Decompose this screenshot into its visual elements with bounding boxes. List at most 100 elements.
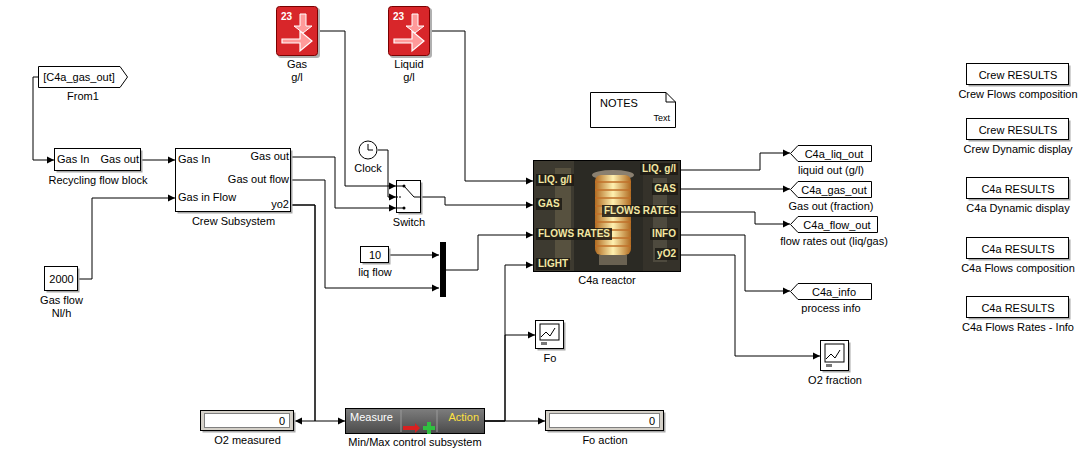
port-label: Action [448,411,479,424]
switch-shape [396,180,422,214]
signal-line [33,77,54,160]
goto-tag-block: C4a_infoprocess info [790,283,872,300]
signal-line [681,189,790,190]
block-label: Min/Max control subsystem [348,436,481,449]
block-label: O2 measured [214,434,281,447]
block-label: Fo [544,352,557,365]
block-label: Crew Flows composition [958,88,1077,101]
display-block: 0Fo action [545,410,665,432]
block-label: Switch [393,216,425,229]
block-label: C4a Flows Rates - Info [962,321,1074,334]
switch-block: Switch [396,180,422,214]
port-label: 23 [281,10,292,23]
display-shape [545,410,665,432]
block-label: Gas out (fraction) [789,200,874,213]
port-label: Gas out [100,153,139,166]
source-icon-block: 23Liquid g/l [388,6,430,56]
port-label: FLOWS RATES [536,228,612,240]
port-label: FLOWS RATES [602,205,678,217]
signal-line [485,265,533,421]
scope-block: O2 fraction [820,340,850,372]
results-block: C4a RESULTSC4a Flows Rates - Info [966,296,1070,319]
display-value: 0 [279,415,285,428]
from-tag-block: [C4a_gas_out]From1 [38,66,128,88]
block-text: C4a_flow_out [803,218,870,231]
block-text: C4a_gas_out [801,183,866,196]
display-block: 0O2 measured [200,410,295,432]
block-text: Crew RESULTS [979,123,1058,136]
block-text: C4a_liq_out [805,147,864,160]
signal-line [485,335,535,421]
block-label: flow rates out (liq/gas) [780,235,888,248]
signal-line [318,31,396,186]
signal-line [292,205,345,421]
port-label: Gas in Flow [178,191,236,204]
results-block: C4a RESULTSC4a Dynamic display [966,177,1070,200]
scope-block: Fo [535,320,565,350]
block-label: C4a Dynamic display [966,202,1069,215]
goto-tag-block: C4a_flow_outflow rates out (liq/gas) [790,216,878,233]
signal-line [79,198,175,279]
block-label: liquid out (g/l) [798,164,864,177]
clock-block: Clock [358,140,378,160]
port-label: yo2 [271,198,289,211]
results-block: Crew RESULTSCrew Flows composition [966,63,1070,86]
block-label: liq flow [358,266,392,279]
subsystem-block: Gas InGas outRecycling flow block [54,148,142,172]
block-label: C4a Flows composition [961,262,1075,275]
block-label: From1 [67,90,99,103]
block-label: process info [801,302,860,315]
block-text: C4a_info [812,285,856,298]
clock-shape [358,140,378,160]
block-label: Gas flow Nl/h [37,294,87,320]
block-text: 2000 [49,273,73,286]
display-value: 0 [649,415,655,428]
mux-bar [440,242,446,297]
block-label: C4a reactor [578,274,635,287]
block-text: [C4a_gas_out] [43,71,115,84]
block-text: C4a RESULTS [981,301,1054,314]
signal-line [292,157,396,208]
block-text: Crew RESULTS [979,68,1058,81]
port-label: GAS [652,183,678,195]
signal-line [292,205,315,421]
block-text: C4a RESULTS [981,242,1054,255]
block-label: Gas g/l [284,58,310,84]
goto-tag-block: C4a_liq_outliquid out (g/l) [790,145,872,162]
port-label: yO2 [655,248,678,260]
port-label: Measure [350,411,393,424]
port-label: 23 [393,10,404,23]
scope-shape [820,340,850,372]
source-icon-block: 23Gas g/l [276,6,318,56]
signal-wire [390,255,439,256]
control-subsystem-block: MeasureActionMin/Max control subsystem [345,408,485,434]
goto-tag-block: C4a_gas_outGas out (fraction) [790,181,872,198]
port-label: LIQ. g/l [536,174,574,186]
block-text: C4a RESULTS [981,182,1054,195]
port-label: LIGHT [536,258,570,270]
port-label: Gas out flow [228,173,289,186]
results-block: C4a RESULTSC4a Flows composition [966,237,1070,260]
signal-line [142,160,175,161]
block-label: Recycling flow block [48,174,147,187]
signal-line [422,197,533,205]
constant-block: 2000Gas flow Nl/h [44,266,79,292]
block-label: Liquid g/l [390,58,428,84]
block-text: 10 [369,249,381,262]
signal-line [430,31,533,181]
port-label: Gas In [57,153,89,166]
port-label: INFO [650,228,678,240]
results-block: Crew RESULTSCrew Dynamic display [966,118,1070,141]
block-label: Fo action [582,434,627,447]
port-label: GAS [536,198,562,210]
signal-wire [292,180,439,288]
block-label: Clock [354,162,382,175]
port-label: Text [653,112,670,125]
block-label: Crew Subsystem [192,215,275,228]
reactor-block: LIQ. g/lGASFLOWS RATESLIGHTLIQ. g/lGASFL… [533,160,681,272]
constant-block: 10liq flow [360,246,390,264]
scope-shape [535,320,565,350]
block-label: Crew Dynamic display [964,143,1073,156]
signal-line [681,255,820,356]
